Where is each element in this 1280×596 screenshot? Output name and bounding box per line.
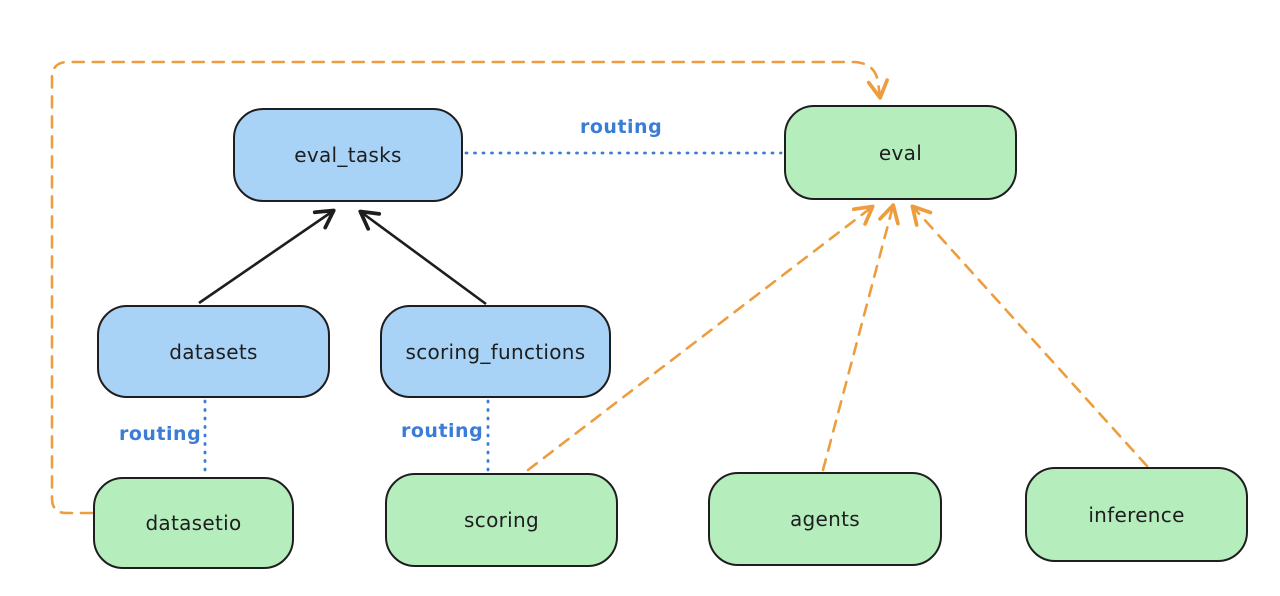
edge-datasetio-eval [50, 60, 889, 515]
edge-scoring_functions-eval_tasks [358, 209, 487, 306]
node-scoring-functions-label: scoring_functions [405, 339, 586, 364]
node-inference: inference [1025, 467, 1248, 562]
node-scoring: scoring [385, 473, 618, 567]
edge-scoring-eval [526, 204, 875, 472]
edge-agents-eval [821, 203, 900, 472]
routing-label-datasets-datasetio: routing [119, 423, 202, 445]
node-eval-tasks-label: eval_tasks [294, 143, 402, 167]
node-agents: agents [708, 472, 942, 566]
node-agents-label: agents [790, 507, 860, 531]
node-datasetio-label: datasetio [145, 511, 242, 535]
node-inference-label: inference [1088, 502, 1185, 527]
edge-datasets-eval_tasks [198, 208, 336, 305]
node-datasets: datasets [97, 305, 330, 398]
node-eval: eval [784, 105, 1017, 200]
edge-inference-eval [910, 204, 1149, 468]
node-eval-label: eval [878, 140, 923, 165]
node-datasetio: datasetio [93, 477, 294, 569]
node-scoring-label: scoring [464, 508, 539, 532]
routing-label-scoring_functions-scoring: routing [401, 420, 484, 442]
node-datasets-label: datasets [169, 339, 258, 364]
node-scoring-functions: scoring_functions [380, 305, 611, 398]
routing-label-eval_tasks-eval: routing [580, 116, 663, 138]
node-eval-tasks: eval_tasks [233, 108, 463, 202]
